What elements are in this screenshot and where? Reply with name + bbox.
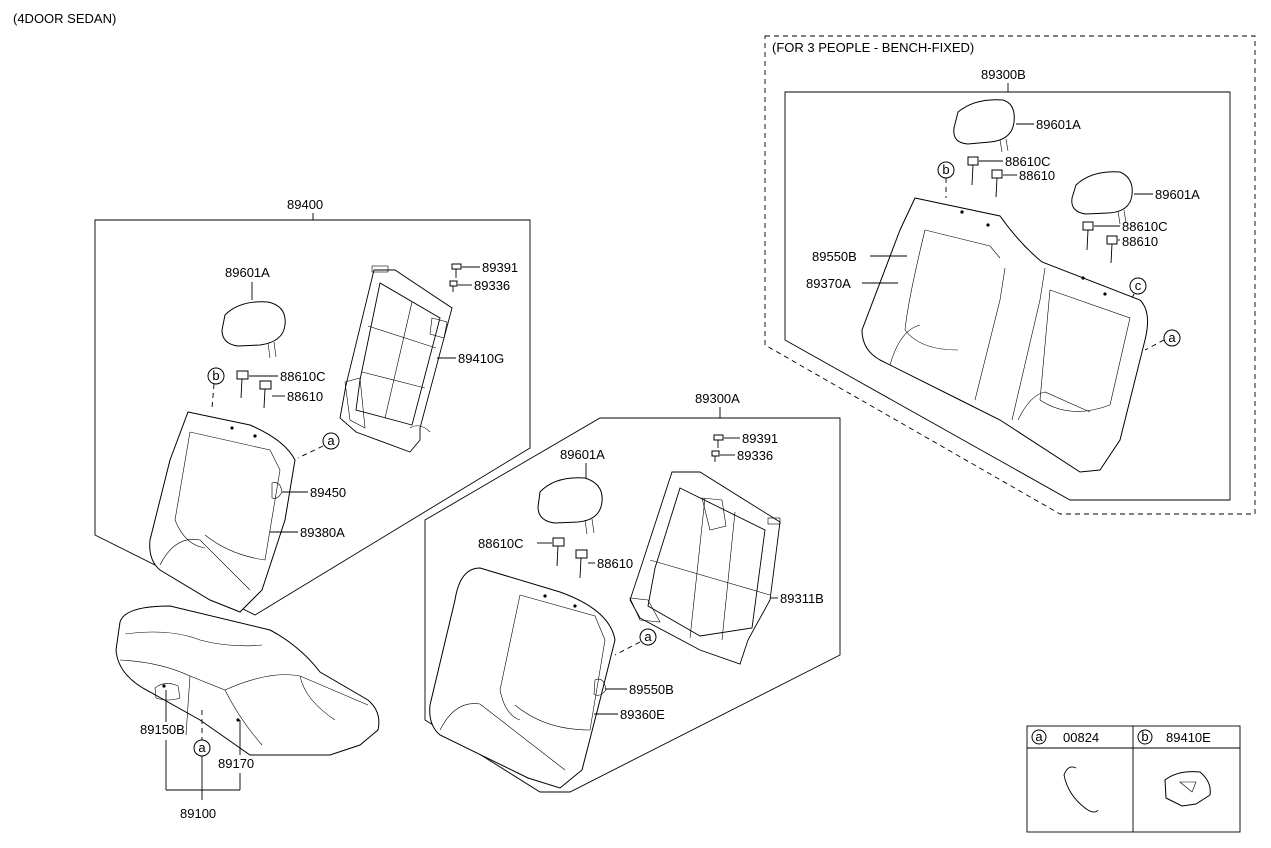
right-assembly-label: 89300A: [695, 391, 740, 406]
right-headrest-label: 89601A: [560, 447, 605, 462]
legend-table: a 00824 b 89410E: [1026, 725, 1241, 833]
left-back-group: 89400 89601A 88610C 88610 b a: [94, 197, 531, 616]
bench-cover-label: 89370A: [806, 276, 851, 291]
bench-headrest-2: [1071, 171, 1133, 225]
right-screw-2-label: 89336: [737, 448, 773, 463]
right-frame: [629, 471, 781, 665]
bench-guide-2-label: 88610: [1019, 168, 1055, 183]
cushion-assembly-label: 89100: [180, 806, 216, 821]
left-frame-label: 89410G: [458, 351, 504, 366]
right-screw-1: [713, 434, 724, 448]
svg-text:b: b: [1141, 729, 1148, 744]
legend-b-marker: [1137, 729, 1153, 745]
right-marker-a: [639, 628, 657, 646]
left-marker-a: [322, 432, 340, 450]
right-back-group: 89300A 89601A 88610C 88610 89391: [424, 391, 841, 793]
svg-text:a: a: [644, 629, 652, 644]
variant-title: (4DOOR SEDAN): [13, 11, 116, 26]
left-assembly-label: 89400: [287, 197, 323, 212]
cushion-label-1: 89150B: [140, 722, 185, 737]
left-frame: [339, 265, 453, 453]
left-marker-b: [207, 367, 225, 385]
bench-guide-3: [1082, 221, 1094, 251]
right-assembly-frame: [424, 417, 841, 793]
left-cover-label: 89380A: [300, 525, 345, 540]
svg-text:a: a: [327, 433, 335, 448]
right-screw-1-label: 89391: [742, 431, 778, 446]
legend-a-part: 00824: [1063, 730, 1099, 745]
left-screw-1-label: 89391: [482, 260, 518, 275]
right-screw-2: [711, 450, 720, 462]
bench-guide-4: [1106, 235, 1118, 264]
svg-text:a: a: [1168, 330, 1176, 345]
bench-assembly-frame: [784, 91, 1231, 501]
bench-option-caption: (FOR 3 PEOPLE - BENCH-FIXED): [772, 40, 974, 55]
legend-a-marker: [1031, 729, 1047, 745]
right-tag-label: 89550B: [629, 682, 674, 697]
right-frame-label: 89311B: [780, 591, 824, 606]
left-guide-2: [259, 380, 272, 409]
svg-text:a: a: [1035, 729, 1043, 744]
svg-text:b: b: [942, 162, 949, 177]
bench-marker-a: [1163, 329, 1181, 347]
bench-guide-1: [967, 156, 979, 186]
bench-option-group: (FOR 3 PEOPLE - BENCH-FIXED) 89300B 8960…: [764, 35, 1256, 515]
bench-guide-3-label: 88610C: [1122, 219, 1168, 234]
right-seatback: [429, 567, 616, 789]
left-headrest-label: 89601A: [225, 265, 270, 280]
bench-seatback: [861, 197, 1149, 473]
right-headrest: [537, 477, 603, 535]
right-cover-label: 89360E: [620, 707, 665, 722]
bench-assembly-label: 89300B: [981, 67, 1026, 82]
svg-text:a: a: [198, 740, 206, 755]
left-seatback: [149, 411, 296, 613]
cushion-group: 89150B 89170 a 89100: [115, 605, 380, 821]
svg-text:b: b: [212, 368, 219, 383]
right-guide-2-label: 88610: [597, 556, 633, 571]
left-screw-1: [451, 263, 462, 278]
cushion-label-2: 89170: [218, 756, 254, 771]
left-guide-2-label: 88610: [287, 389, 323, 404]
left-assembly-frame: [94, 219, 531, 616]
bench-marker-c: [1129, 277, 1147, 295]
legend-a-wire-clip: [1063, 766, 1099, 813]
right-guide-1: [552, 537, 565, 567]
bench-option-dashed-border: [764, 35, 1256, 515]
left-guide-1: [236, 370, 249, 399]
left-screw-2: [449, 280, 458, 292]
bench-headrest-1-label: 89601A: [1036, 117, 1081, 132]
cushion: [115, 605, 380, 756]
bench-headrest-2-label: 89601A: [1155, 187, 1200, 202]
left-tag-label: 89450: [310, 485, 346, 500]
right-guide-1-label: 88610C: [478, 536, 524, 551]
bench-cover-tag-label: 89550B: [812, 249, 857, 264]
left-headrest: [221, 301, 286, 359]
left-screw-2-label: 89336: [474, 278, 510, 293]
legend-b-bracket: [1164, 771, 1211, 807]
right-guide-2: [575, 549, 588, 579]
bench-guide-1-label: 88610C: [1005, 154, 1051, 169]
legend-b-part: 89410E: [1166, 730, 1211, 745]
bench-guide-2: [991, 169, 1003, 198]
left-guide-1-label: 88610C: [280, 369, 326, 384]
bench-headrest-1: [953, 99, 1015, 153]
bench-guide-4-label: 88610: [1122, 234, 1158, 249]
svg-text:c: c: [1135, 278, 1142, 293]
